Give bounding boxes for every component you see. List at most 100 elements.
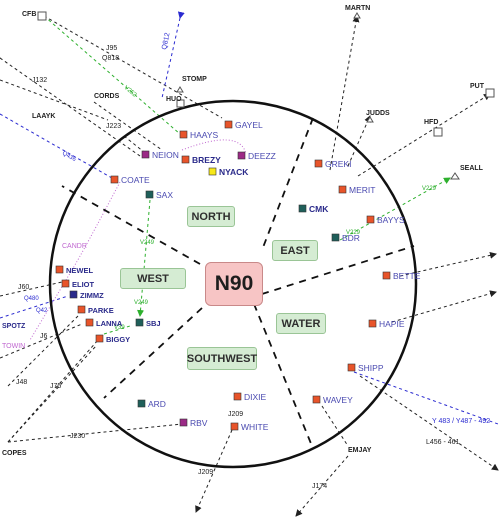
route-j132 — [0, 79, 109, 121]
route-j6 — [0, 323, 83, 359]
marker-rbv — [179, 418, 188, 427]
route-label-v249b: V249 — [134, 300, 149, 306]
fix-huo-icon — [176, 99, 185, 108]
label-sax: SAX — [156, 190, 173, 200]
sector-west: WEST — [120, 268, 186, 289]
route-j48 — [7, 313, 81, 387]
marker-eliot — [61, 279, 70, 288]
route-j230 — [7, 423, 183, 443]
fix-martn-icon — [353, 12, 361, 19]
marker-gayel — [224, 120, 233, 129]
label-lanna: LANNA — [96, 319, 123, 328]
marker-bayys — [366, 215, 375, 224]
route-v39 — [103, 325, 131, 335]
marker-biggy — [95, 334, 104, 343]
route-j223 — [123, 135, 145, 153]
fix-label-cords: CORDS — [94, 93, 120, 100]
marker-deezz — [237, 151, 246, 160]
route-wavey — [321, 405, 349, 447]
fix-seall-icon — [450, 172, 460, 180]
sector-southwest: SOUTHWEST — [187, 347, 257, 370]
route-label-q480: Q480 — [24, 296, 39, 302]
fix-label-spotz: SPOTZ — [2, 323, 26, 330]
route-label-l456: L456 - 461 — [426, 439, 460, 446]
route-q436 — [0, 107, 113, 179]
route-q812 — [161, 11, 185, 99]
label-greki: GREKI — [325, 159, 351, 169]
route-hapie — [391, 290, 497, 323]
marker-lanna — [85, 318, 94, 327]
route-label-q42: Q42 — [36, 308, 48, 314]
route-v249 — [137, 199, 151, 317]
route-label-j209a: J209 — [228, 411, 243, 418]
route-label-j75: J75 — [50, 383, 61, 390]
fix-cfb-icon — [37, 11, 47, 21]
label-brezy: BREZY — [192, 155, 221, 165]
label-hapie: HAPIE — [379, 319, 405, 329]
route-bette — [399, 251, 497, 277]
route-j60 — [0, 281, 63, 297]
label-eliot: ELIOT — [72, 280, 95, 289]
fix-label-hfd: HFD — [424, 119, 438, 126]
sector-north: NORTH — [187, 206, 235, 227]
label-cmk: CMK — [309, 204, 329, 214]
route-l456 — [359, 375, 499, 471]
route-v252 — [43, 15, 181, 135]
label-merit: MERIT — [349, 185, 375, 195]
route-label-j209b: J209 — [198, 469, 213, 476]
marker-greki — [314, 159, 323, 168]
fix-label-seall: SEALL — [460, 165, 484, 172]
marker-cmk — [298, 204, 307, 213]
route-j75 — [7, 339, 99, 443]
route-label-j6: J6 — [40, 333, 48, 340]
label-white: WHITE — [241, 422, 269, 432]
route-label-q812: Q812 — [161, 32, 171, 50]
marker-white — [230, 422, 239, 431]
marker-sbj — [135, 318, 144, 327]
marker-brezy — [181, 155, 190, 164]
route-label-j48: J48 — [16, 379, 27, 386]
label-dixie: DIXIE — [244, 392, 267, 402]
route-labels: J95 Q818 Q812 V252 J132 J223 Q436 V229 V… — [16, 32, 490, 490]
label-sbj: SBJ — [146, 319, 161, 328]
fix-stomp-icon — [176, 86, 184, 93]
sector-dividers — [61, 117, 415, 447]
fix-label-stomp: STOMP — [182, 76, 207, 83]
marker-nyack — [208, 167, 217, 176]
marker-bette — [382, 271, 391, 280]
label-haays: HAAYS — [190, 130, 219, 140]
marker-sax — [145, 190, 154, 199]
airspace-boundary — [48, 99, 418, 469]
fix-label-judds: JUDDS — [366, 110, 390, 117]
label-ard: ARD — [148, 399, 166, 409]
route-label-v249a: V249 — [140, 240, 155, 246]
label-newel: NEWEL — [66, 266, 94, 275]
route-label-v39: V39 — [114, 325, 125, 331]
marker-parke — [77, 305, 86, 314]
label-biggy: BIGGY — [106, 335, 130, 344]
waypoint-markers — [55, 120, 391, 431]
fix-labels: CFB MARTN STOMP HUO JUDDS PUT HFD LAAYK … — [2, 5, 485, 457]
label-neion: NEION — [152, 150, 179, 160]
route-label-j60: J60 — [18, 284, 29, 291]
route-label-j174: J174 — [312, 483, 327, 490]
fix-label-cfb: CFB — [22, 11, 36, 18]
route-j95 — [43, 15, 223, 119]
route-label-v252: V252 — [123, 85, 138, 99]
marker-shipp — [347, 363, 356, 372]
label-deezz: DEEZZ — [248, 151, 276, 161]
route-label-j95: J95 — [106, 45, 117, 52]
marker-newel — [55, 265, 64, 274]
fix-label-laayk: LAAYK — [32, 113, 55, 120]
marker-haays — [179, 130, 188, 139]
label-coate: COATE — [121, 175, 150, 185]
label-rbv: RBV — [190, 418, 208, 428]
waypoint-labels: HAAYS GAYEL NEION BREZY DEEZZ NYACK COAT… — [66, 120, 421, 432]
marker-ard — [137, 399, 146, 408]
label-shipp: SHIPP — [358, 363, 384, 373]
sector-east: EAST — [272, 240, 318, 261]
center-facility-label: N90 — [205, 262, 263, 306]
fix-label-towin: TOWIN — [2, 343, 25, 350]
fix-judds-icon — [366, 116, 374, 123]
